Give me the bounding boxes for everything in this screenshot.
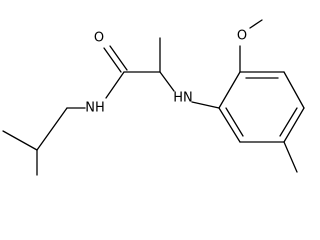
bond-alpha-hn <box>159 71 175 92</box>
amine-nitrogen-label: HN <box>173 91 193 106</box>
ether-oxygen-label: O <box>237 29 247 44</box>
ring-bond-3 <box>283 71 305 109</box>
ring-inner-double-right <box>279 107 298 137</box>
bond-nh-carbonyl <box>105 71 125 99</box>
ring-bond-4 <box>283 107 305 143</box>
bond-carbonyl-double-b <box>109 45 128 71</box>
carbonyl-oxygen-label: O <box>94 31 104 46</box>
structural-formula: O NH HN O <box>2 19 305 176</box>
bond-hn-ring <box>191 101 220 109</box>
bond-carbonyl-double-a <box>103 47 122 73</box>
bond-ether-o-methyl <box>249 19 263 29</box>
bond-ch-ch2 <box>36 107 68 151</box>
ring-bond-6 <box>218 107 241 143</box>
ring-bond-1 <box>218 71 241 109</box>
bond-ring-methyl <box>283 141 298 173</box>
bond-methyl-ch-left <box>2 130 38 151</box>
molecule-drawing: O NH HN O <box>2 19 305 176</box>
ring-inner-double-left <box>225 107 244 137</box>
amide-nitrogen-label: NH <box>85 101 105 116</box>
